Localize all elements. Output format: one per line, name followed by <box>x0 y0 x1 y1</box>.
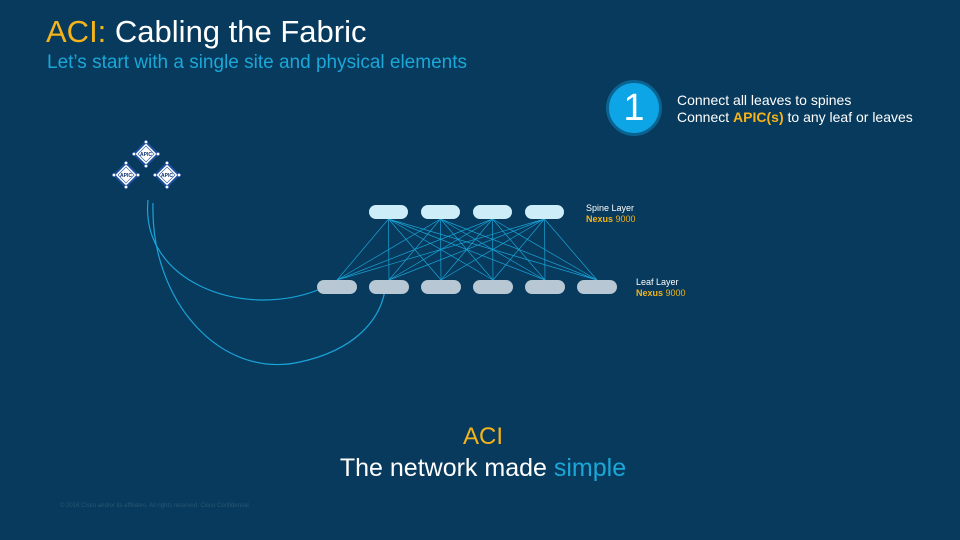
leaf-switch <box>473 280 513 294</box>
apic-controller-icon: APIC <box>111 160 141 190</box>
tagline-highlight: simple <box>553 454 627 482</box>
leaf-switch <box>317 280 357 294</box>
spine-leaf-link <box>544 218 598 281</box>
step-description: Connect all leaves to spines Connect API… <box>677 92 913 126</box>
leaf-layer-title: Leaf Layer <box>636 277 679 287</box>
apic-controller-icon: APIC <box>152 160 182 190</box>
spine-leaf-link <box>492 218 545 281</box>
apic-node-label: APIC <box>140 152 152 158</box>
fabric-links <box>336 218 598 281</box>
spine-leaf-link <box>544 218 546 281</box>
spine-leaf-link <box>336 218 441 281</box>
step-line-2: Connect APIC(s) to any leaf or leaves <box>677 109 913 126</box>
spine-switch <box>421 205 460 219</box>
spine-layer-title: Spine Layer <box>586 203 635 213</box>
apic-highlight: APIC(s) <box>733 109 784 125</box>
leaf-layer <box>317 280 617 294</box>
tagline-aci: ACI <box>462 423 503 450</box>
apic-cable-inner <box>147 199 319 301</box>
spine-switch <box>525 205 564 219</box>
tagline-prefix: The network made <box>339 454 554 482</box>
spine-layer-label: Spine Layer Nexus 9000 <box>586 203 636 225</box>
leaf-switch <box>577 280 617 294</box>
step-line-2-suffix: to any leaf or leaves <box>783 109 913 125</box>
spine-leaf-link <box>336 218 545 281</box>
footer-copyright: © 2016 Cisco and/or its affiliates. All … <box>60 503 249 509</box>
title-text: Cabling the Fabric <box>114 14 367 49</box>
apic-node-label: APIC <box>161 173 173 179</box>
leaf-layer-model: Nexus 9000 <box>636 288 686 298</box>
page-subtitle: Let’s start with a single site and physi… <box>47 52 467 73</box>
spine-leaf-link <box>388 218 545 281</box>
spine-layer <box>369 205 564 219</box>
step-line-1: Connect all leaves to spines <box>677 92 852 108</box>
apic-cable-outer <box>152 202 386 366</box>
spine-leaf-link <box>336 218 493 281</box>
page-title: ACI: Cabling the Fabric <box>46 14 367 50</box>
leaf-switch <box>421 280 461 294</box>
leaf-switch <box>369 280 409 294</box>
step-line-2-prefix: Connect <box>677 109 734 125</box>
title-accent: ACI: <box>46 14 107 49</box>
step-number-badge: 1 <box>606 80 662 136</box>
spine-switch <box>369 205 408 219</box>
apic-cluster: APIC APIC APIC <box>111 139 182 190</box>
spine-layer-model: Nexus 9000 <box>586 214 636 224</box>
apic-node-label: APIC <box>120 173 132 179</box>
tagline-network-simple: The network made simple <box>0 454 960 483</box>
leaf-layer-label: Leaf Layer Nexus 9000 <box>636 277 686 299</box>
leaf-switch <box>525 280 565 294</box>
spine-leaf-link <box>336 218 389 281</box>
spine-switch <box>473 205 512 219</box>
apic-controller-icon: APIC <box>131 139 161 169</box>
spine-leaf-link <box>440 218 545 281</box>
